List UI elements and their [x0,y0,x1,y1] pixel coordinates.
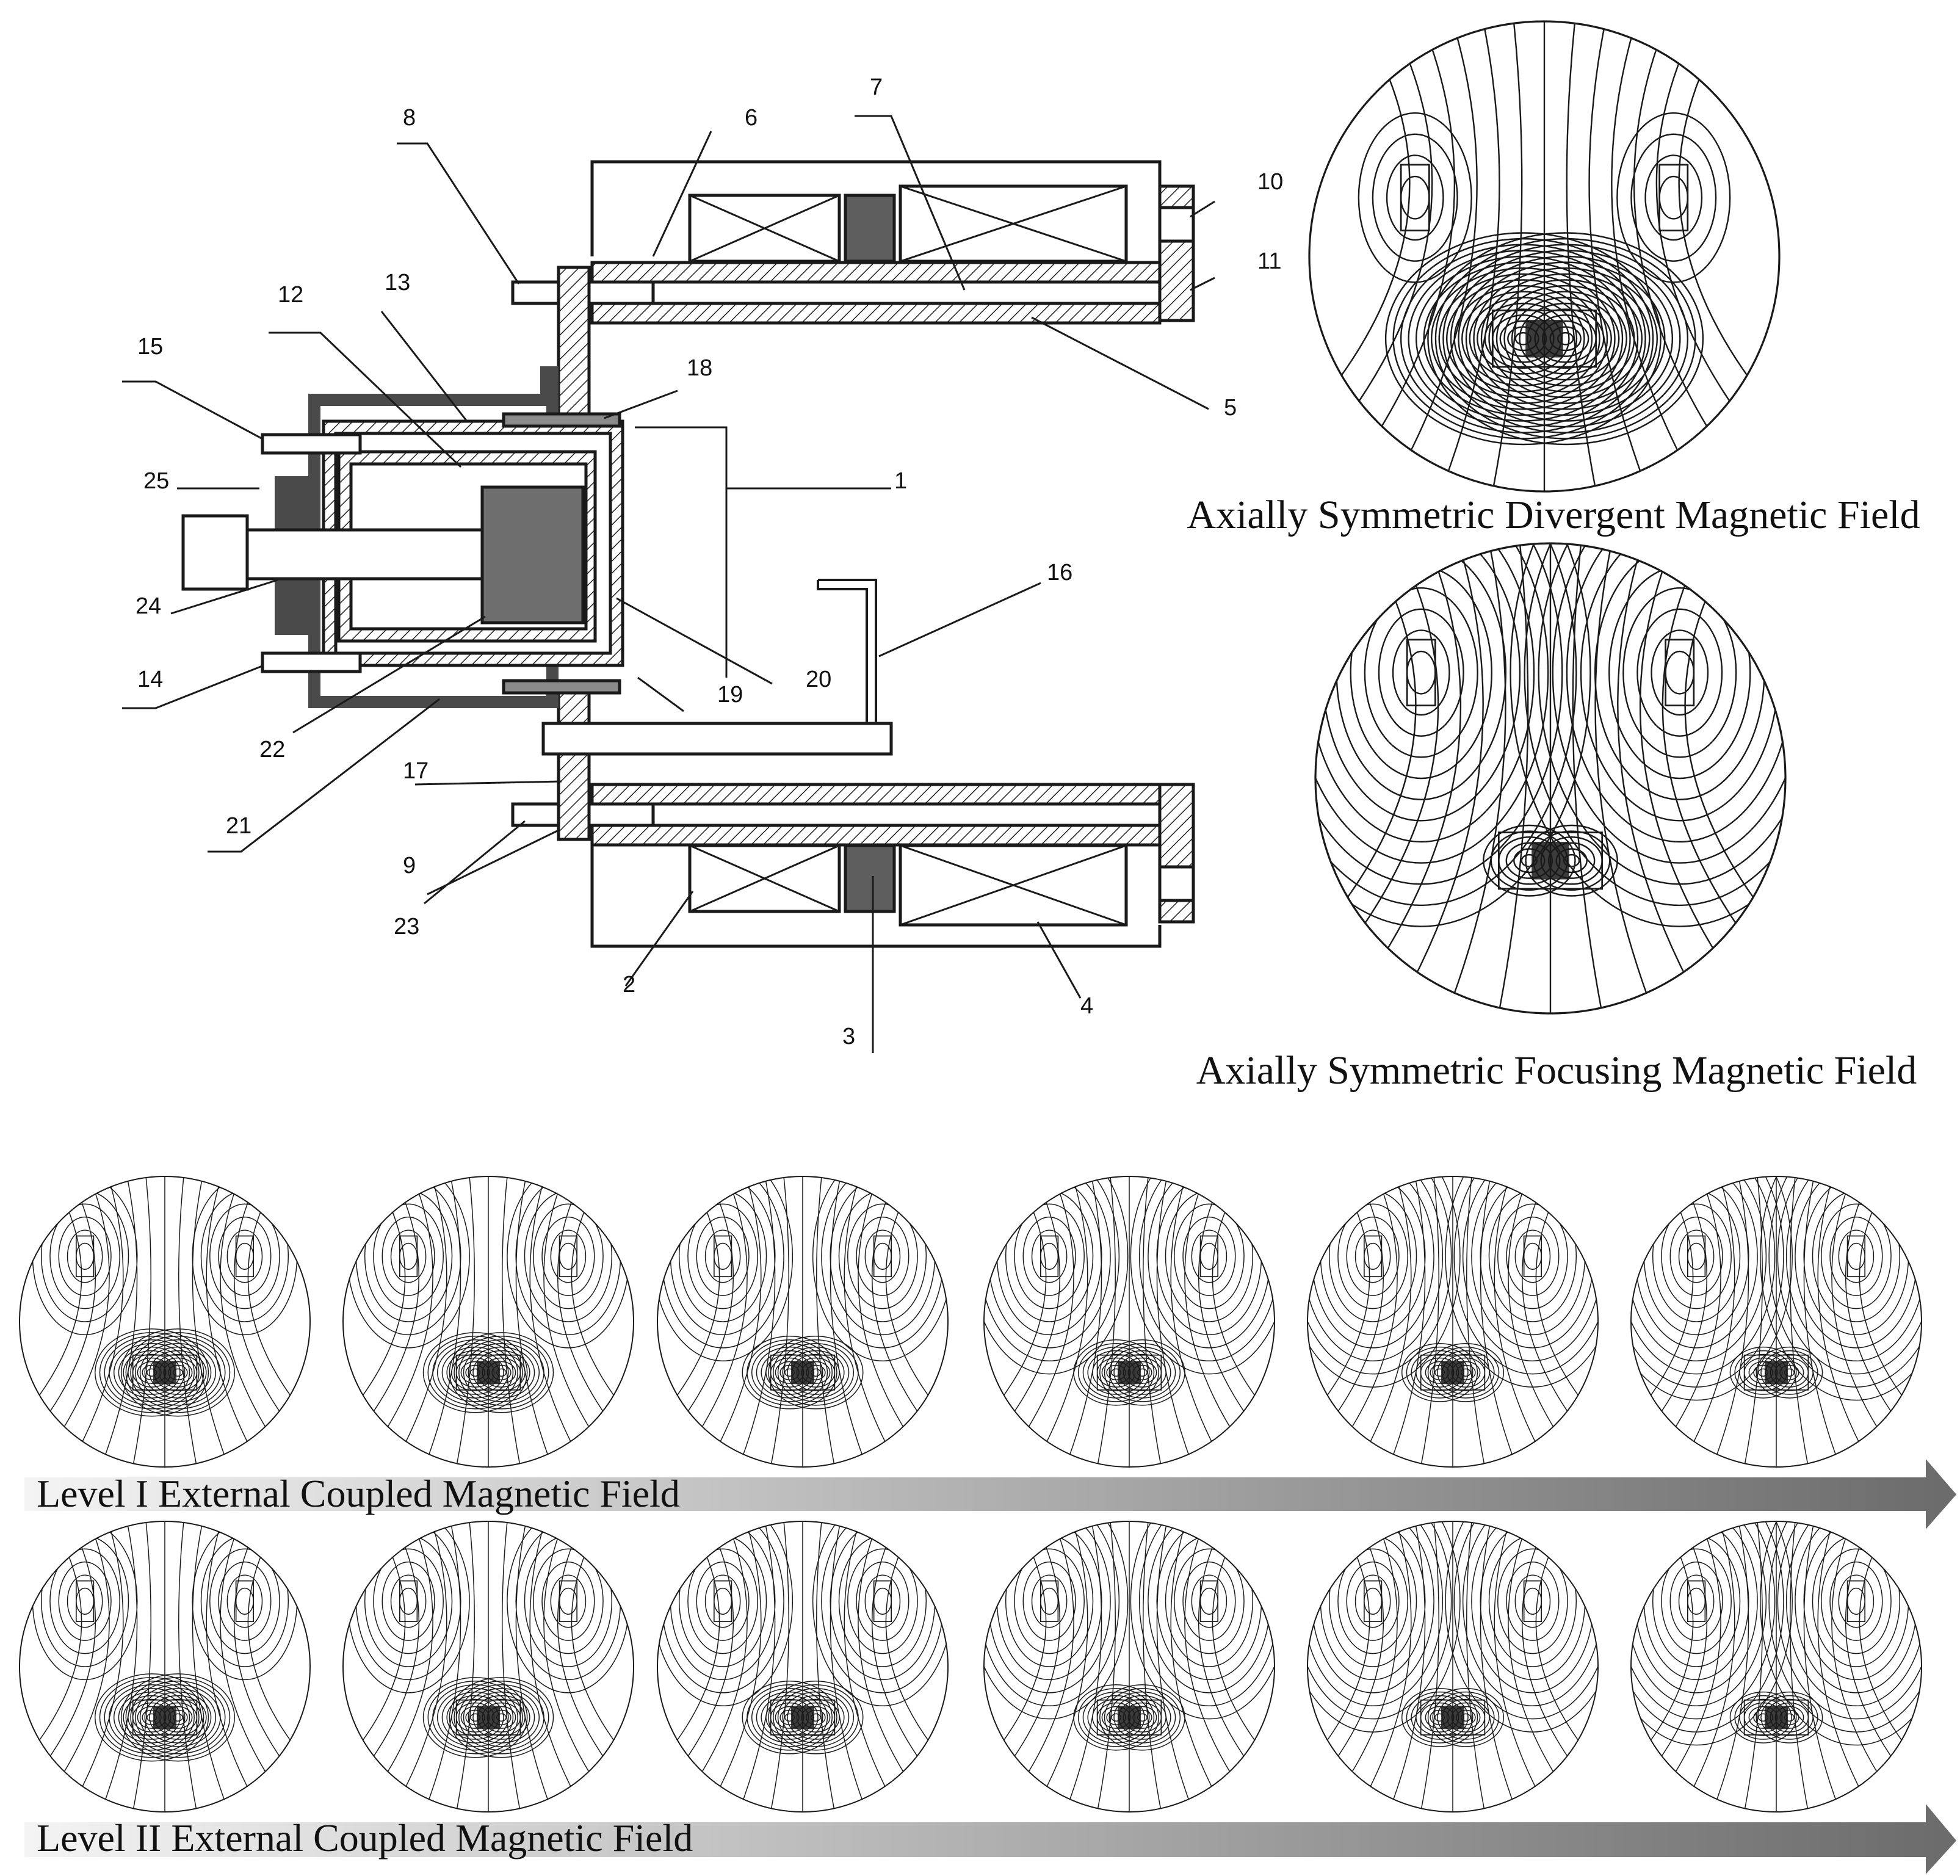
leader-lines [122,115,1215,1053]
pin-bottom [261,651,362,673]
level1-field-map-2 [342,1176,634,1468]
part-label-23: 23 [394,914,419,940]
level2-field-sequence [19,1521,1922,1813]
back-wall-lower [557,688,591,841]
permanent-magnet-bottom [844,844,896,913]
rod-end [181,514,249,591]
level2-field-map-4 [983,1521,1275,1813]
level2-field-map-2 [342,1521,634,1813]
part-label-14: 14 [137,667,163,692]
caption-focusing: Axially Symmetric Focusing Magnetic Fiel… [1196,1048,1917,1093]
caption-divergent: Axially Symmetric Divergent Magnetic Fie… [1187,493,1920,537]
part-label-1: 1 [894,468,907,494]
part-label-7: 7 [870,74,883,100]
part-label-2: 2 [623,972,635,998]
rod [245,528,484,581]
thruster-cross-section [181,160,1195,948]
outer-housing-top [590,160,1162,256]
part-label-24: 24 [136,593,161,619]
level1-field-map-6 [1630,1176,1922,1468]
outer-housing-bottom [590,827,1162,948]
plume-region [635,426,728,678]
level2-field-map-5 [1307,1521,1599,1813]
part-label-5: 5 [1224,395,1237,421]
part-label-15: 15 [137,334,163,360]
channel-wall-outer-top [590,261,1162,284]
permanent-magnet-top [844,194,896,263]
level2-progress-arrow [24,1804,1956,1874]
part-label-13: 13 [385,270,410,295]
channel-wall-inner-top [590,302,1162,325]
caption-level1: Level I External Coupled Magnetic Field [37,1472,680,1515]
level1-progress-arrow [24,1459,1956,1529]
feed-pipe-riser [817,579,877,723]
part-label-25: 25 [143,468,169,494]
part-label-4: 4 [1080,993,1093,1019]
level1-field-map-5 [1307,1176,1599,1468]
plate-top [502,412,621,428]
part-label-10: 10 [1257,169,1283,195]
central-magnet [480,485,585,625]
level1-field-map-4 [983,1176,1275,1468]
part-label-3: 3 [842,1024,855,1049]
back-wall-upper [557,266,591,419]
part-label-16: 16 [1047,560,1072,585]
part-label-12: 12 [278,282,303,308]
part-label-6: 6 [745,105,758,131]
pin-top [261,433,362,455]
channel-wall-inner-bottom [590,783,1162,806]
part-label-18: 18 [687,355,712,381]
part-label-17: 17 [403,758,429,784]
level2-field-map-3 [657,1521,949,1813]
part-label-20: 20 [806,667,831,692]
caption-level2: Level II External Coupled Magnetic Field [37,1816,693,1860]
level1-field-map-3 [657,1176,949,1468]
feed-pipe [541,722,893,756]
part-label-19: 19 [717,682,743,708]
part-label-9: 9 [403,853,416,878]
level1-field-map-1 [19,1176,311,1468]
focusing-field-map [1314,542,1787,1015]
level1-field-sequence [19,1176,1922,1468]
part-label-22: 22 [259,737,285,762]
plate-bottom [502,679,621,695]
part-label-21: 21 [226,813,251,839]
level2-field-map-1 [19,1521,311,1813]
channel-wall-outer-bottom [590,824,1162,847]
divergent-field-map [1308,20,1781,493]
part-label-11: 11 [1257,248,1281,274]
part-label-8: 8 [403,105,416,131]
